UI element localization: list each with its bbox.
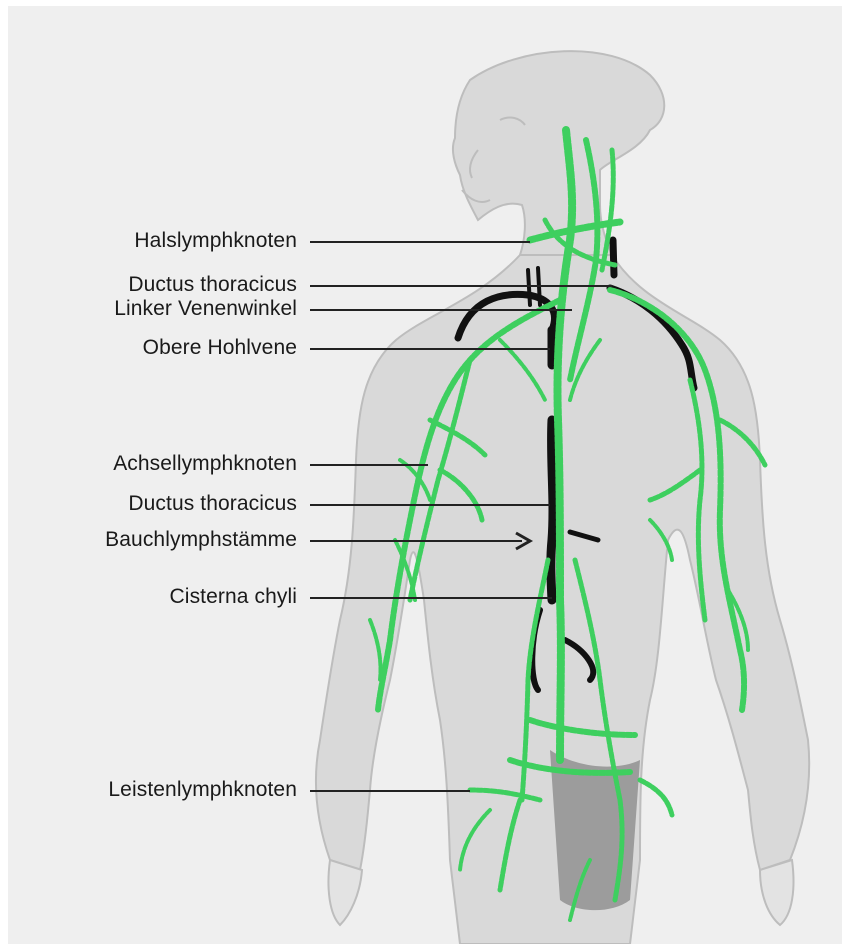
label-cisterna-chyli: Cisterna chyli [170,585,297,609]
thoracic-duct [551,420,553,600]
label-ductus-thoracicus-upper: Ductus thoracicus [128,273,297,297]
label-bauchlymphstaemme: Bauchlymphstämme [105,528,297,552]
label-linker-venenwinkel: Linker Venenwinkel [114,297,297,321]
label-obere-hohlvene: Obere Hohlvene [143,336,297,360]
label-halslymphknoten: Halslymphknoten [134,229,297,253]
label-achsellymphknoten: Achsellymphknoten [113,452,297,476]
label-ductus-thoracicus-lower: Ductus thoracicus [128,492,297,516]
label-leistenlymphknoten: Leistenlymphknoten [108,778,297,802]
jugular-vein [613,240,614,275]
